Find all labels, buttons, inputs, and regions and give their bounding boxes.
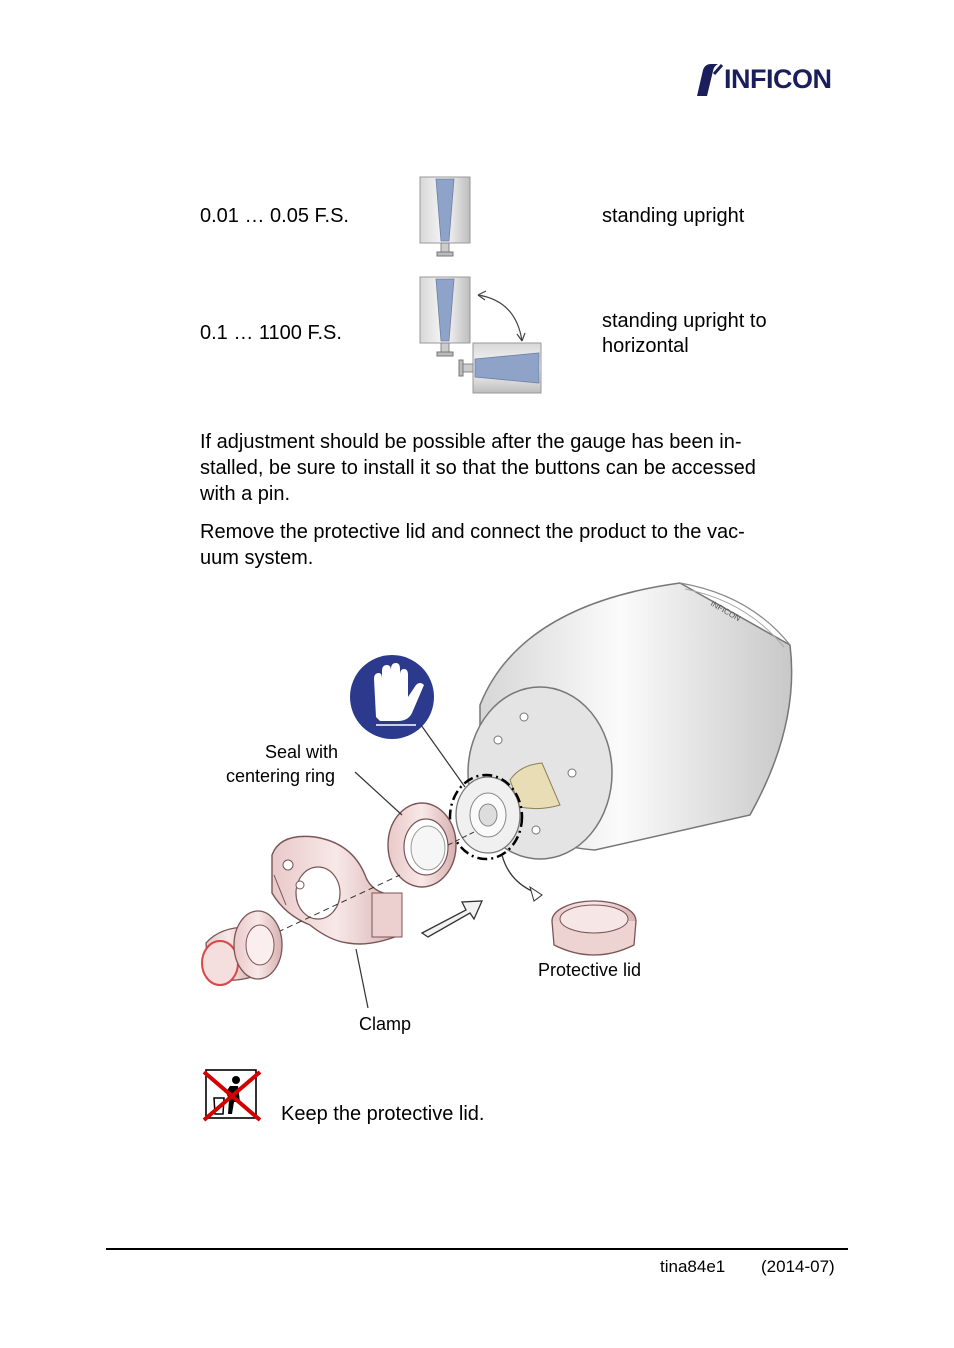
gauge-upright-icon — [419, 176, 471, 257]
keep-lid-notice: Keep the protective lid. — [281, 1103, 485, 1125]
protective-lid — [551, 900, 637, 956]
assembly-illustration: INFICON — [201, 582, 793, 1009]
gauge-upright-to-horizontal-icon — [419, 276, 542, 394]
range-row-2: 0.1 … 1100 F.S. — [200, 322, 342, 344]
gauge-flange — [448, 773, 524, 861]
range-row-1: 0.01 … 0.05 F.S. — [200, 205, 349, 227]
footer-rule — [106, 1248, 848, 1250]
seal-label-line1: Seal with — [265, 742, 339, 762]
footer-date: (2014-07) — [761, 1257, 835, 1276]
wear-gloves-icon — [350, 655, 434, 739]
paragraph-2-line1: Remove the protective lid and connect th… — [200, 521, 745, 543]
inficon-logo — [694, 62, 846, 98]
clamp-label: Clamp — [359, 1014, 412, 1034]
footer-doc-code: tina84e1 — [660, 1257, 726, 1276]
paragraph-1-line1: If adjustment should be possible after t… — [200, 431, 742, 453]
inficon-logo-mark-icon — [697, 64, 724, 96]
paragraph-2-line2: uum system. — [200, 547, 314, 569]
brand-name: INFICON — [724, 64, 832, 94]
seal-label-line2: centering ring — [226, 766, 336, 786]
paragraph-1-line2: stalled, be sure to install it so that t… — [200, 457, 756, 479]
position-row-2-line1: standing upright to — [602, 310, 767, 332]
insert-direction-arrow-icon — [420, 900, 484, 938]
position-row-1: standing upright — [602, 205, 745, 227]
centering-ring — [387, 802, 457, 888]
clamp — [271, 835, 403, 945]
do-not-discard-icon — [202, 1069, 262, 1122]
paragraph-1-line3: with a pin. — [200, 483, 291, 505]
protective-lid-label: Protective lid — [538, 960, 642, 980]
position-row-2-line2: horizontal — [602, 335, 689, 357]
pipe-flange — [201, 910, 283, 986]
